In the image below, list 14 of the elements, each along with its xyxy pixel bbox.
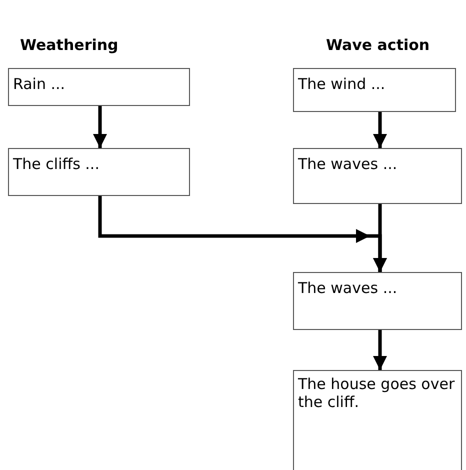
box-text: The waves ... bbox=[298, 155, 398, 173]
process-box bbox=[293, 272, 462, 330]
process-box bbox=[8, 148, 190, 196]
column-heading: Wave action bbox=[326, 36, 430, 54]
column-heading: Weathering bbox=[20, 36, 118, 54]
process-box bbox=[293, 68, 456, 112]
box-text: The waves ... bbox=[298, 279, 398, 297]
process-box bbox=[293, 148, 462, 204]
process-box bbox=[293, 370, 462, 470]
box-text: The house goes over the cliff. bbox=[298, 375, 455, 411]
process-box bbox=[8, 68, 190, 106]
box-text: The wind ... bbox=[298, 75, 386, 93]
box-text: Rain ... bbox=[13, 75, 66, 93]
box-text: The cliffs ... bbox=[13, 155, 100, 173]
